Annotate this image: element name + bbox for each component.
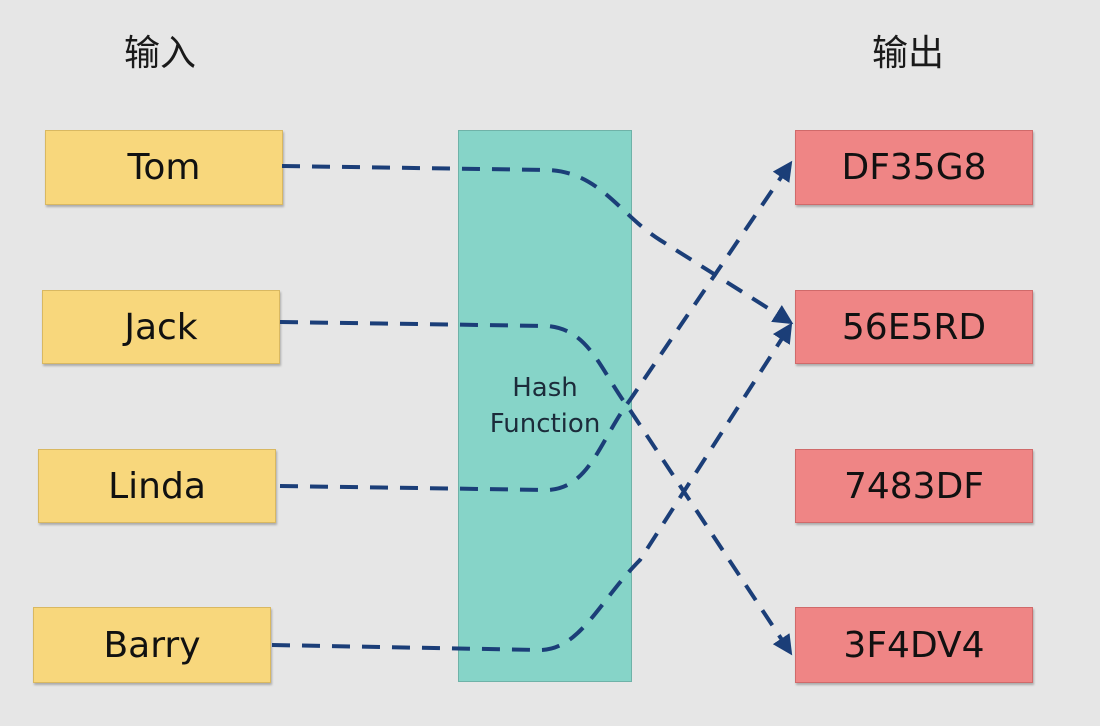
input-box-jack: Jack <box>42 290 280 364</box>
output-box-3f4dv4: 3F4DV4 <box>795 607 1033 683</box>
output-box-df35g8: DF35G8 <box>795 130 1033 205</box>
hash-function-label: Hash Function <box>489 373 601 439</box>
output-box-7483df: 7483DF <box>795 449 1033 523</box>
input-box-tom: Tom <box>45 130 283 205</box>
input-box-linda: Linda <box>38 449 276 523</box>
input-heading: 输入 <box>124 33 197 74</box>
input-box-barry: Barry <box>33 607 271 683</box>
output-box-56e5rd: 56E5RD <box>795 290 1033 364</box>
output-heading: 输出 <box>872 33 945 74</box>
